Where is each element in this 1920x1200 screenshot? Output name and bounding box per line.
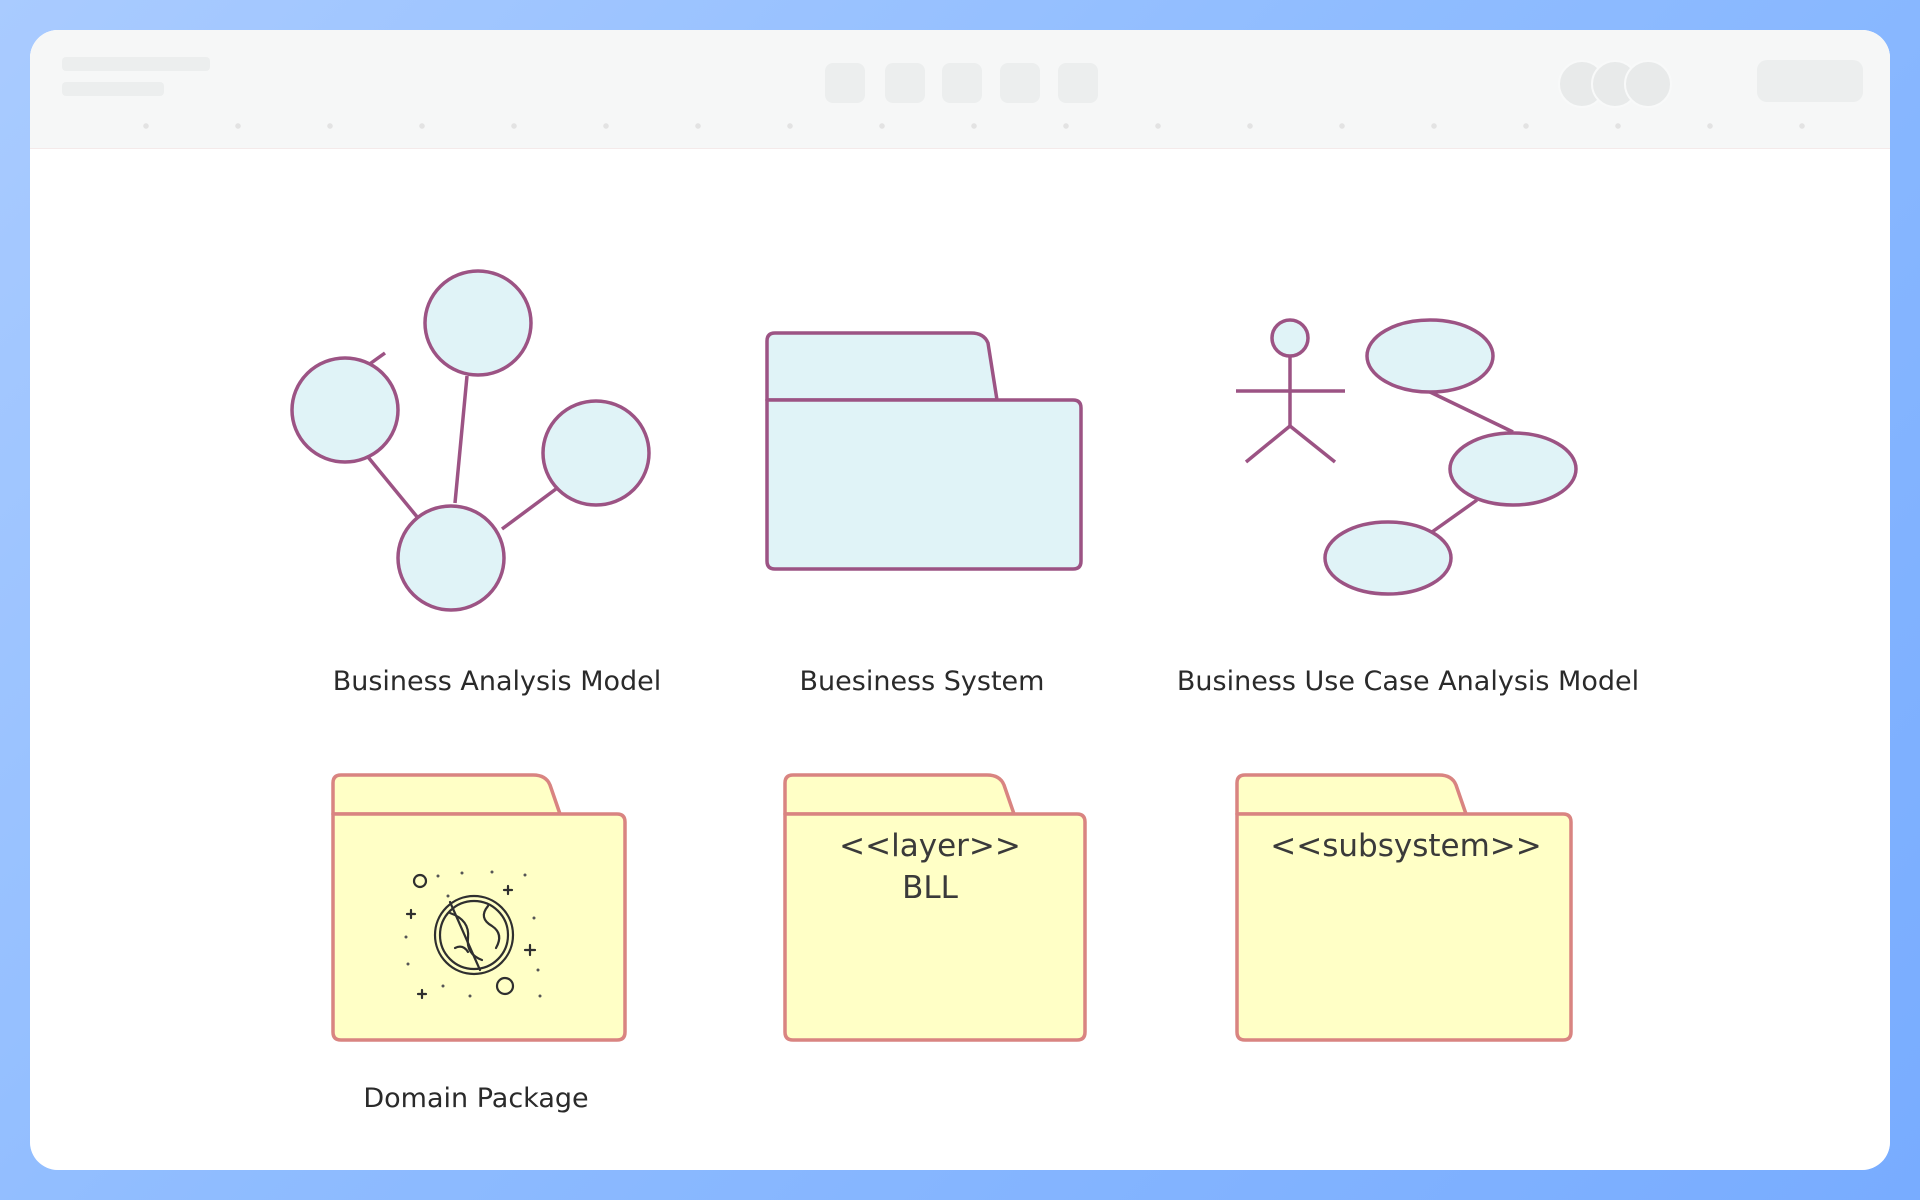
toolbar-placeholder <box>30 30 1890 149</box>
actor-figure <box>1236 318 1345 464</box>
subtitle-placeholder <box>62 82 164 96</box>
toolbar-button-placeholder[interactable] <box>1000 63 1040 103</box>
actor-use-case-icon[interactable] <box>1236 318 1578 596</box>
subsystem-package-folder[interactable] <box>1235 773 1573 1042</box>
domain-package-folder[interactable] <box>331 773 627 1042</box>
use-case-ellipses <box>1323 318 1578 596</box>
avatar[interactable] <box>1624 60 1672 108</box>
share-button-placeholder[interactable] <box>1757 60 1863 102</box>
layer-name-label: BLL <box>902 870 958 906</box>
layer-stereotype-label: <<layer>> <box>839 828 1021 864</box>
business-use-case-analysis-model-label: Business Use Case Analysis Model <box>1176 666 1640 697</box>
business-system-label: Buesiness System <box>799 666 1045 697</box>
use-case-links <box>1429 390 1514 534</box>
layer-package-folder[interactable] <box>783 773 1087 1042</box>
toolbar-button-placeholder[interactable] <box>825 63 865 103</box>
diagram-drawing <box>290 269 1578 1042</box>
app-window: Business Analysis Model Buesiness System… <box>30 30 1890 1170</box>
diagram-canvas: Business Analysis Model Buesiness System… <box>30 148 1890 1170</box>
toolbar-button-placeholder[interactable] <box>942 63 982 103</box>
domain-package-label: Domain Package <box>363 1083 589 1114</box>
node-graph-icon[interactable] <box>290 269 651 612</box>
star-dots <box>404 870 542 998</box>
title-placeholder <box>62 57 210 71</box>
graph-nodes <box>290 269 651 612</box>
toolbar-button-placeholder[interactable] <box>1058 63 1098 103</box>
globe-icon <box>405 873 537 1000</box>
ruler-dots <box>100 123 1860 129</box>
subsystem-stereotype-label: <<subsystem>> <box>1270 828 1542 864</box>
business-analysis-model-label: Business Analysis Model <box>332 666 662 697</box>
folder-icon[interactable] <box>765 331 1083 571</box>
toolbar-button-placeholder[interactable] <box>885 63 925 103</box>
